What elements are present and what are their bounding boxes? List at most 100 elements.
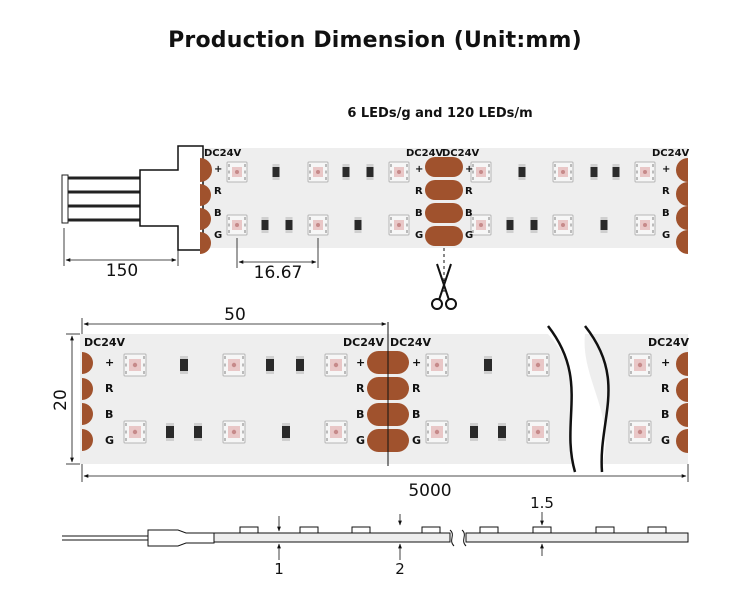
top-left-g-label: G (214, 230, 222, 241)
main-left-b-label: B (105, 408, 113, 421)
resistor (484, 356, 492, 374)
led-pitch-value: 16.67 (254, 263, 303, 283)
resistor (506, 217, 514, 233)
top-mid-b-right: B (465, 208, 473, 219)
led-chip (307, 161, 329, 183)
main-mid-g-right: G (412, 434, 421, 447)
resistor (285, 217, 293, 233)
top-mid-b-left: B (415, 208, 423, 219)
top-mid-r-left: R (415, 186, 423, 197)
led-chip (226, 214, 248, 236)
resistor (518, 164, 526, 180)
resistor (498, 423, 506, 441)
resistor (342, 164, 350, 180)
connector-wires (61, 174, 140, 224)
side-profile: 1 2 1.5 (62, 494, 689, 578)
top-left-plus-label: + (214, 164, 222, 175)
resistor (282, 423, 290, 441)
led-chip (388, 214, 410, 236)
connector-housing (139, 145, 204, 251)
top-right-g-label: G (662, 230, 670, 241)
main-mid-g-left: G (356, 434, 365, 447)
side-connector (147, 529, 215, 547)
led-chip (628, 353, 652, 377)
resistor (590, 164, 598, 180)
main-right-pads (676, 352, 688, 453)
resistor (261, 217, 269, 233)
main-left-pads (82, 352, 93, 451)
led-chip (123, 420, 147, 444)
main-mid-r-right: R (412, 382, 421, 395)
led-chip (552, 161, 574, 183)
top-left-b-label: B (214, 208, 222, 219)
led-chip (324, 420, 348, 444)
strip-break-line-left (547, 325, 577, 473)
top-mid-plus-right: + (465, 164, 473, 175)
led-chip (226, 161, 248, 183)
led-chip (634, 214, 656, 236)
top-mid-g-right: G (465, 230, 473, 241)
wire-length-value: 150 (106, 261, 138, 281)
density-subtitle: 6 LEDs/g and 120 LEDs/m (347, 106, 533, 121)
led-chip (526, 420, 550, 444)
led-chip (470, 214, 492, 236)
total-thickness-value: 2 (395, 560, 405, 578)
top-left-pads (200, 158, 212, 254)
main-right-r-label: R (661, 382, 670, 395)
top-left-voltage-label: DC24V (204, 148, 242, 159)
top-right-b-label: B (662, 208, 670, 219)
top-mid-r-right: R (465, 186, 473, 197)
led-chip (526, 353, 550, 377)
resistor (470, 423, 478, 441)
main-strip: DC24V + R B G (51, 305, 690, 501)
main-left-g-label: G (105, 434, 114, 447)
resistor (612, 164, 620, 180)
resistor (180, 356, 188, 374)
led-chip (123, 353, 147, 377)
pcb-thickness-value: 1 (274, 560, 284, 578)
resistor (354, 217, 362, 233)
main-mid-plus-right: + (412, 356, 421, 369)
top-mid-voltage-right: DC24V (442, 148, 480, 159)
resistor (266, 356, 274, 374)
top-mid-plus-left: + (415, 164, 423, 175)
main-mid-voltage-left: DC24V (343, 336, 385, 349)
top-right-plus-label: + (662, 164, 670, 175)
main-mid-b-right: B (412, 408, 420, 421)
led-chip (388, 161, 410, 183)
resistor (296, 356, 304, 374)
main-left-plus-label: + (105, 356, 114, 369)
top-right-voltage-label: DC24V (652, 148, 690, 159)
strip-width-value: 20 (51, 389, 71, 411)
main-mid-plus-left: + (356, 356, 365, 369)
resistor (272, 164, 280, 180)
side-pcb-left (213, 532, 451, 543)
top-right-r-label: R (662, 186, 670, 197)
led-chip (552, 214, 574, 236)
main-left-voltage-label: DC24V (84, 336, 126, 349)
led-chip (425, 353, 449, 377)
led-chip (222, 353, 246, 377)
main-mid-r-left: R (356, 382, 365, 395)
strip-length-value: 5000 (408, 481, 451, 501)
led-chip (324, 353, 348, 377)
side-pcb-right (465, 532, 689, 543)
main-right-voltage-label: DC24V (648, 336, 690, 349)
top-mid-g-left: G (415, 230, 423, 241)
main-right-g-label: G (661, 434, 670, 447)
main-right-plus-label: + (661, 356, 670, 369)
main-right-b-label: B (661, 408, 669, 421)
led-chip (425, 420, 449, 444)
scissors-icon (431, 263, 457, 310)
component-height-value: 1.5 (530, 494, 554, 512)
top-strip: DC24V + R B G (61, 145, 690, 310)
led-chip (307, 214, 329, 236)
resistor (600, 217, 608, 233)
main-left-r-label: R (105, 382, 114, 395)
main-mid-voltage-right: DC24V (390, 336, 432, 349)
resistor (530, 217, 538, 233)
resistor (194, 423, 202, 441)
strip-break-gap (548, 334, 606, 470)
led-chip (634, 161, 656, 183)
